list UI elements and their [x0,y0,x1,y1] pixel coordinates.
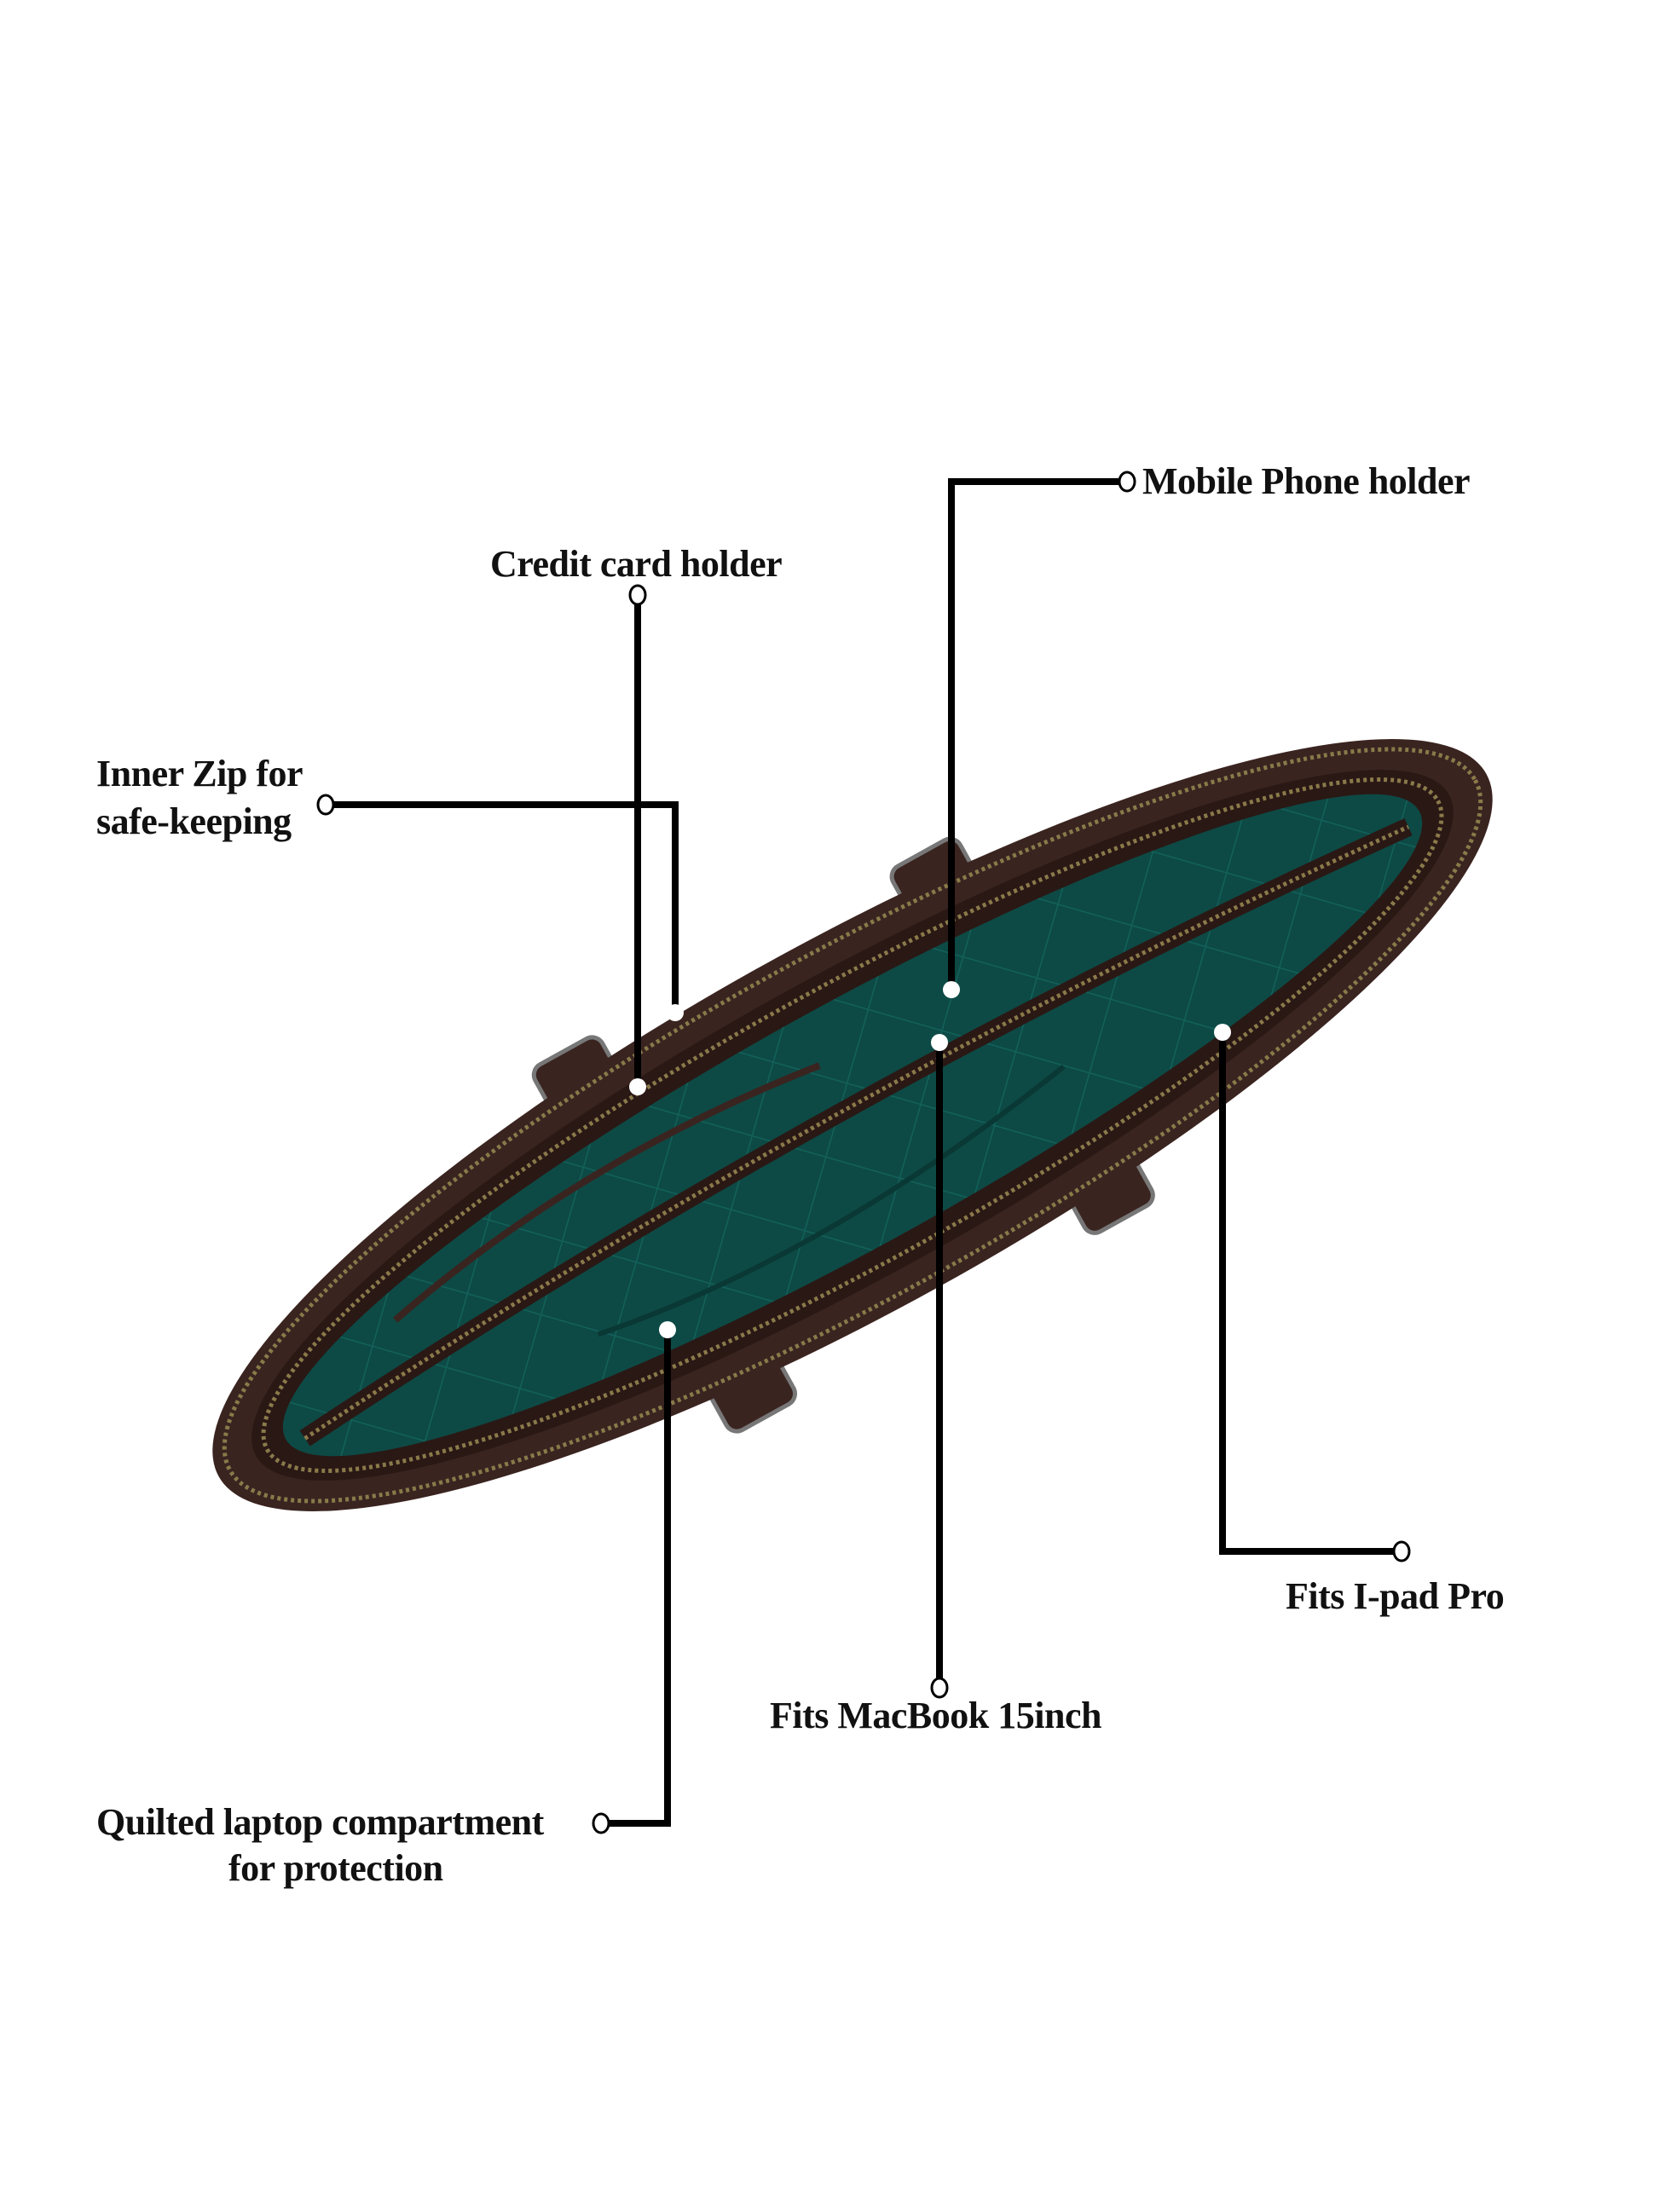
label-macbook: Fits MacBook 15inch [770,1695,1101,1736]
label-quilted-line1: Quilted laptop compartment [96,1801,544,1843]
callout-anchor-dot [931,1034,948,1051]
briefcase-photo [212,739,1493,1511]
label-quilted-line2: for protection [228,1847,443,1889]
label-inner-zip-line1: Inner Zip for [96,753,303,794]
callout-endpoint [316,794,335,816]
label-inner-zip-line2: safe-keeping [96,800,292,842]
callout-endpoint [628,584,647,606]
callout-endpoint [1118,471,1136,493]
leader-lines [334,478,1393,1827]
callout-anchor-dot [667,1004,684,1021]
label-ipad-pro: Fits I-pad Pro [1286,1575,1505,1617]
label-credit-card-holder: Credit card holder [490,543,783,585]
callout-endpoint [1392,1540,1411,1562]
callout-anchor-dot [943,981,960,998]
callout-anchor-dot [659,1321,676,1338]
callout-anchor-dot [1214,1024,1231,1041]
callout-anchor-dot [629,1078,646,1095]
teal-lining [282,794,1423,1457]
callout-endpoint [930,1677,949,1699]
callout-endpoint [592,1812,610,1834]
label-mobile-phone-holder: Mobile Phone holder [1142,460,1471,502]
